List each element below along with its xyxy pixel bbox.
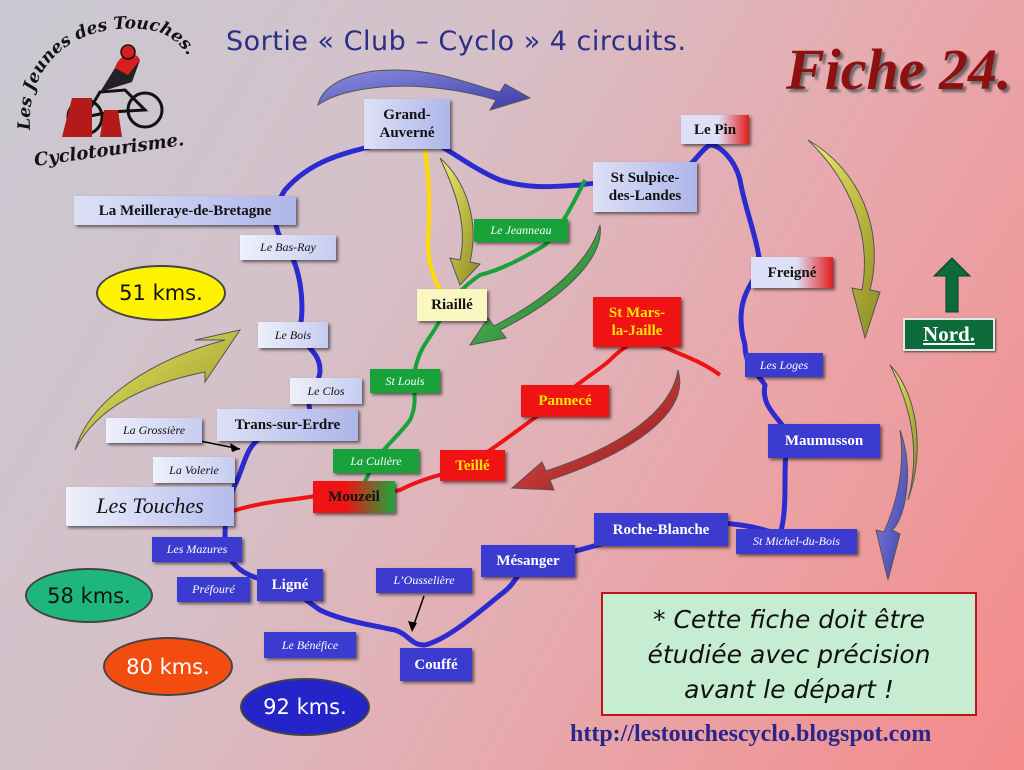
place-grand-auverne: Grand- Auverné [364,99,450,149]
place-teille: Teillé [440,450,505,481]
place-pannece: Pannecé [521,385,609,417]
place-prefoure: Préfouré [177,577,250,602]
arrow-icon [317,69,532,111]
place-st-michel-du-bois: St Michel-du-Bois [736,529,857,554]
place-mesanger: Mésanger [481,545,575,577]
place-ligne: Ligné [257,569,323,601]
place-st-sulpice-des-landes: St Sulpice- des-Landes [593,162,697,212]
cyclist-icon [62,44,164,137]
arrow-icon [889,364,918,501]
place-l-ousseliere: L’Ousselière [376,568,472,593]
place-la-grossiere: La Grossière [106,418,202,443]
place-la-meilleraye-de-bretagne: La Meilleraye-de-Bretagne [74,196,296,225]
place-trans-sur-erdre: Trans-sur-Erdre [217,409,358,441]
place-le-bois: Le Bois [258,322,328,348]
arrow-icon [439,157,481,286]
place-la-culiere: La Culière [333,449,419,473]
place-le-pin: Le Pin [681,115,749,144]
arrow-icon [74,329,242,451]
place-st-mars-la-jaille: St Mars- la-Jaille [593,297,681,347]
arrow-icon [468,224,601,346]
distance-92-kms: 92 kms. [240,678,370,736]
place-st-louis: St Louis [370,369,440,393]
pointer-arrow-icon [230,443,240,452]
distance-51-kms: 51 kms. [96,265,226,321]
north-label: Nord. [903,318,995,351]
place-la-volerie: La Volerie [153,457,235,483]
north-arrow-icon [932,257,972,313]
distance-80-kms: 80 kms. [103,637,233,696]
blog-url[interactable]: http://lestouchescyclo.blogspot.com [570,721,932,747]
arrow-icon [510,369,681,491]
place-le-bas-ray: Le Bas-Ray [240,235,336,260]
place-riaille: Riaillé [417,289,487,321]
place-roche-blanche: Roche-Blanche [594,513,728,546]
arrow-icon [875,429,909,581]
pointer-arrow-icon [408,621,417,632]
page-title: Sortie « Club – Cyclo » 4 circuits. [226,26,687,57]
route-51-kms [423,149,447,297]
place-le-clos: Le Clos [290,378,362,404]
warning-note: * Cette fiche doit être étudiée avec pré… [601,592,977,716]
distance-58-kms: 58 kms. [25,568,153,623]
place-les-touches: Les Touches [66,487,234,526]
place-maumusson: Maumusson [768,424,880,458]
club-logo: Les Jeunes des Touches. Cyclotourisme. [15,13,201,171]
arrow-icon [807,139,881,340]
place-le-jeanneau: Le Jeanneau [474,219,568,242]
place-le-benefice: Le Bénéfice [264,632,356,658]
place-les-loges: Les Loges [745,353,823,377]
fiche-number: Fiche 24. [786,37,1012,102]
place-couffe: Couffé [400,648,472,681]
place-mouzeil: Mouzeil [313,481,395,513]
place-freigne: Freigné [751,257,833,288]
place-les-mazures: Les Mazures [152,537,242,562]
